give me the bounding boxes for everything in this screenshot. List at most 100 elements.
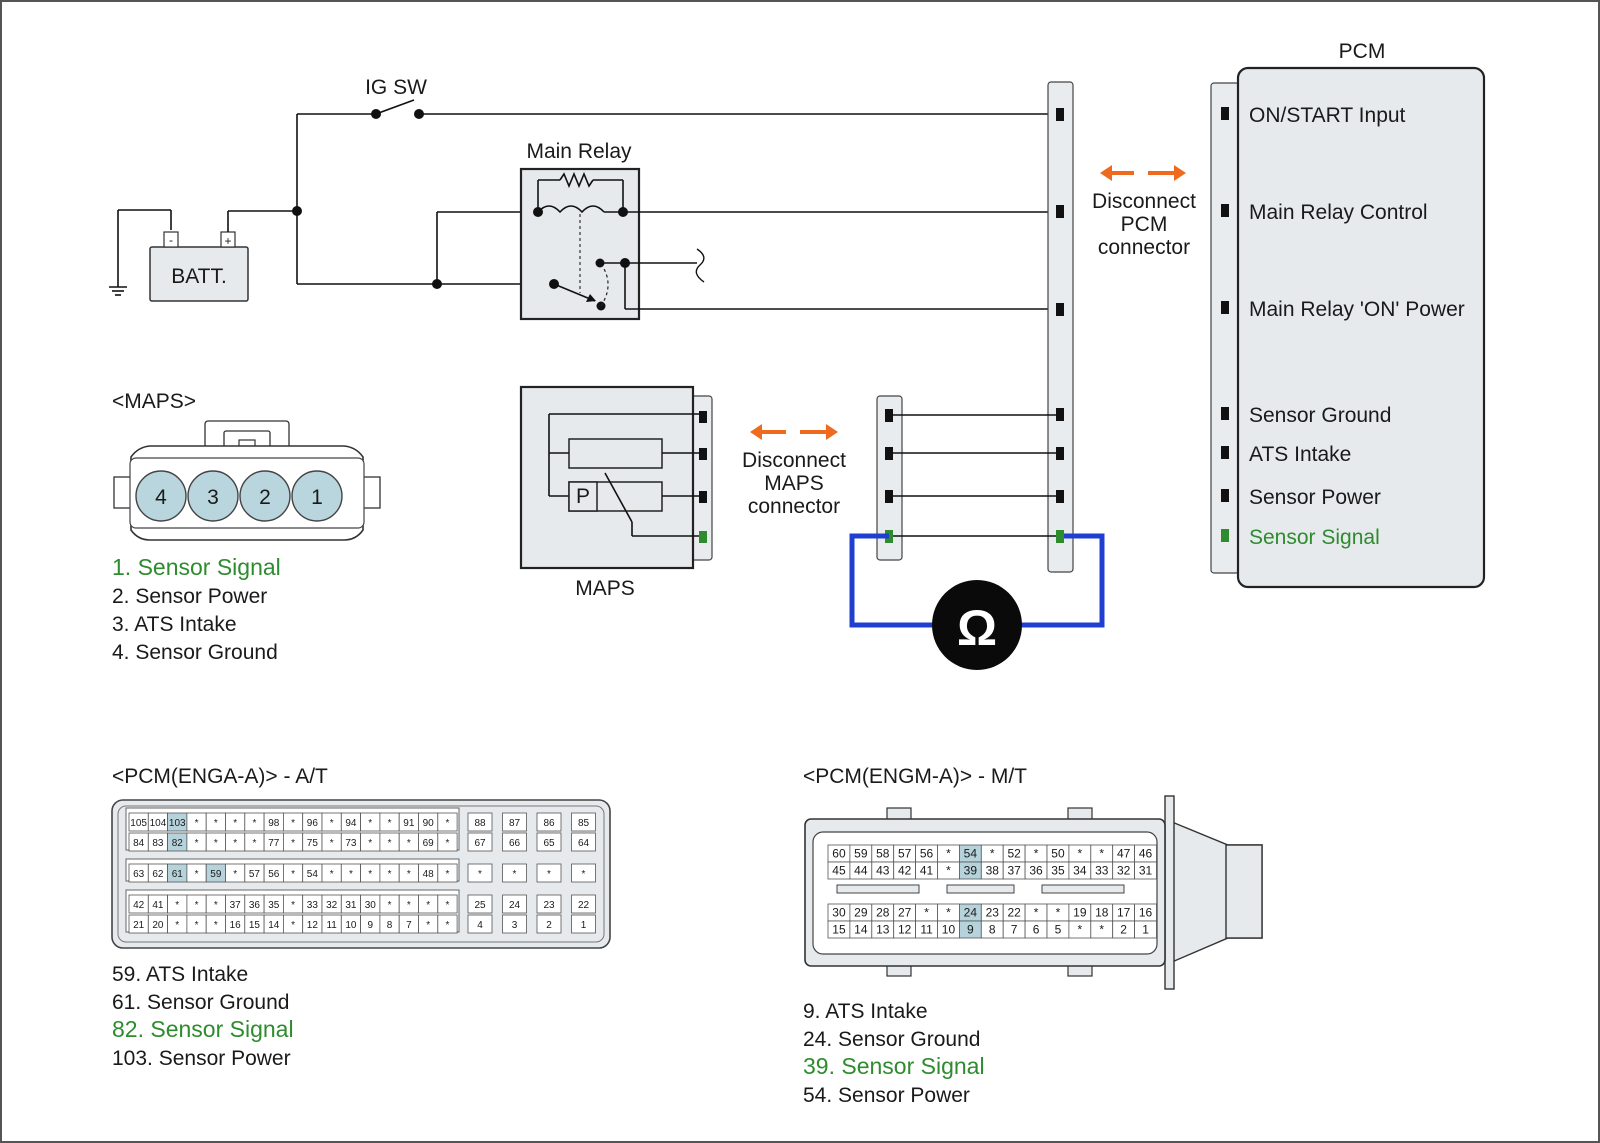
pin-number: * bbox=[388, 838, 392, 849]
main-relay: Main Relay bbox=[519, 140, 641, 321]
pin-number: 42 bbox=[898, 864, 912, 878]
pin-number: * bbox=[388, 900, 392, 911]
pin-number: 94 bbox=[345, 818, 357, 829]
pin-number: 44 bbox=[854, 864, 868, 878]
pin-number: 67 bbox=[474, 838, 486, 849]
pin-number: * bbox=[195, 869, 199, 880]
pin-number: 22 bbox=[1007, 906, 1021, 920]
ohm-symbol: Ω bbox=[957, 600, 997, 656]
pin-number: * bbox=[1078, 923, 1083, 937]
disconnect-maps-line2: MAPS bbox=[764, 472, 824, 495]
pin-number: * bbox=[924, 906, 929, 920]
pin-number: 57 bbox=[249, 869, 261, 880]
pin-number: 77 bbox=[268, 838, 280, 849]
pin-number: 10 bbox=[345, 920, 357, 931]
pin-number: 38 bbox=[986, 864, 1000, 878]
pcm-pin-marker bbox=[1221, 107, 1229, 120]
pin-number: * bbox=[291, 838, 295, 849]
pin-number: 41 bbox=[152, 900, 164, 911]
pin-number: 83 bbox=[152, 838, 164, 849]
pin-number: 87 bbox=[509, 818, 521, 829]
pin-number: 15 bbox=[832, 923, 846, 937]
pin-number: * bbox=[407, 869, 411, 880]
pin-number: 16 bbox=[230, 920, 242, 931]
pin-number: * bbox=[990, 847, 995, 861]
ig-sw-label: IG SW bbox=[365, 76, 427, 99]
battery: - + BATT. bbox=[149, 231, 249, 302]
pcm-pin-marker bbox=[1221, 489, 1229, 502]
legend-item: 59. ATS Intake bbox=[112, 963, 248, 986]
pin-number: 59 bbox=[210, 869, 222, 880]
pin-number: * bbox=[195, 900, 199, 911]
pin-cell bbox=[467, 812, 493, 832]
pin-number: 5 bbox=[1055, 923, 1062, 937]
pin-number: * bbox=[214, 900, 218, 911]
ohmmeter-icon bbox=[932, 580, 1022, 670]
pin-number: 65 bbox=[543, 838, 555, 849]
battery-neg-sign: - bbox=[169, 233, 173, 247]
pin-number: 62 bbox=[152, 869, 164, 880]
pin-number: 60 bbox=[832, 847, 846, 861]
pin-number: * bbox=[233, 818, 237, 829]
pin-number: * bbox=[388, 869, 392, 880]
pin-number: 98 bbox=[268, 818, 280, 829]
pin-number: 8 bbox=[989, 923, 996, 937]
pin-number: 20 bbox=[152, 920, 164, 931]
pin-number: 66 bbox=[509, 838, 521, 849]
legend-item: 4. Sensor Ground bbox=[112, 641, 278, 664]
pin-number: 14 bbox=[268, 920, 280, 931]
pcm-pin-label: ATS Intake bbox=[1249, 443, 1351, 466]
disconnect-maps-line1: Disconnect bbox=[742, 449, 846, 472]
pin-cell bbox=[502, 832, 527, 852]
pin-number: 23 bbox=[986, 906, 1000, 920]
pin-number: 32 bbox=[1117, 864, 1131, 878]
pin-number: * bbox=[349, 869, 353, 880]
pin-number: 91 bbox=[403, 818, 415, 829]
pin-number: 24 bbox=[509, 900, 521, 911]
disconnect-maps-line3: connector bbox=[748, 495, 840, 518]
pin-cell bbox=[437, 863, 458, 883]
pin-number: * bbox=[1056, 906, 1061, 920]
pin-number: 42 bbox=[133, 900, 145, 911]
maps-pin bbox=[291, 470, 343, 522]
pin-cell bbox=[467, 863, 493, 883]
pin-number: 57 bbox=[898, 847, 912, 861]
pin-number: 36 bbox=[249, 900, 261, 911]
pin-number: 39 bbox=[964, 864, 978, 878]
pcm-pin-label: Main Relay Control bbox=[1249, 201, 1428, 224]
pin-number: 14 bbox=[854, 923, 868, 937]
pin-number: 56 bbox=[268, 869, 280, 880]
pin-number: 27 bbox=[898, 906, 912, 920]
pin-cell bbox=[571, 914, 596, 934]
pin-number: 11 bbox=[326, 920, 337, 931]
pin-number: 69 bbox=[423, 838, 435, 849]
pin-number: * bbox=[291, 920, 295, 931]
pin-cell bbox=[502, 894, 527, 914]
pin-cell bbox=[502, 812, 527, 832]
pin-number: 28 bbox=[876, 906, 890, 920]
maps-pin-number: 3 bbox=[207, 486, 219, 509]
pin-number: * bbox=[233, 869, 237, 880]
pin-number: 54 bbox=[964, 847, 978, 861]
legend-item: 82. Sensor Signal bbox=[112, 1016, 294, 1042]
pin-number: 1 bbox=[1142, 923, 1149, 937]
pin-number: * bbox=[946, 864, 951, 878]
pin-number: 7 bbox=[406, 920, 412, 931]
pin-number: 7 bbox=[1011, 923, 1018, 937]
pin-number: 15 bbox=[249, 920, 261, 931]
pin-number: * bbox=[1078, 847, 1083, 861]
pin-number: * bbox=[407, 900, 411, 911]
pin-number: 82 bbox=[172, 838, 184, 849]
ig-switch: IG SW bbox=[365, 76, 427, 119]
pin-number: * bbox=[214, 818, 218, 829]
pin-number: 103 bbox=[169, 818, 186, 829]
pin-number: 3 bbox=[512, 920, 518, 931]
pin-number: * bbox=[388, 818, 392, 829]
pin-number: * bbox=[175, 920, 179, 931]
pin-cell bbox=[502, 914, 527, 934]
pin-number: 11 bbox=[920, 923, 933, 937]
pin-number: 34 bbox=[1073, 864, 1087, 878]
pcm-pin-marker bbox=[1221, 204, 1229, 217]
pin-number: * bbox=[426, 920, 430, 931]
